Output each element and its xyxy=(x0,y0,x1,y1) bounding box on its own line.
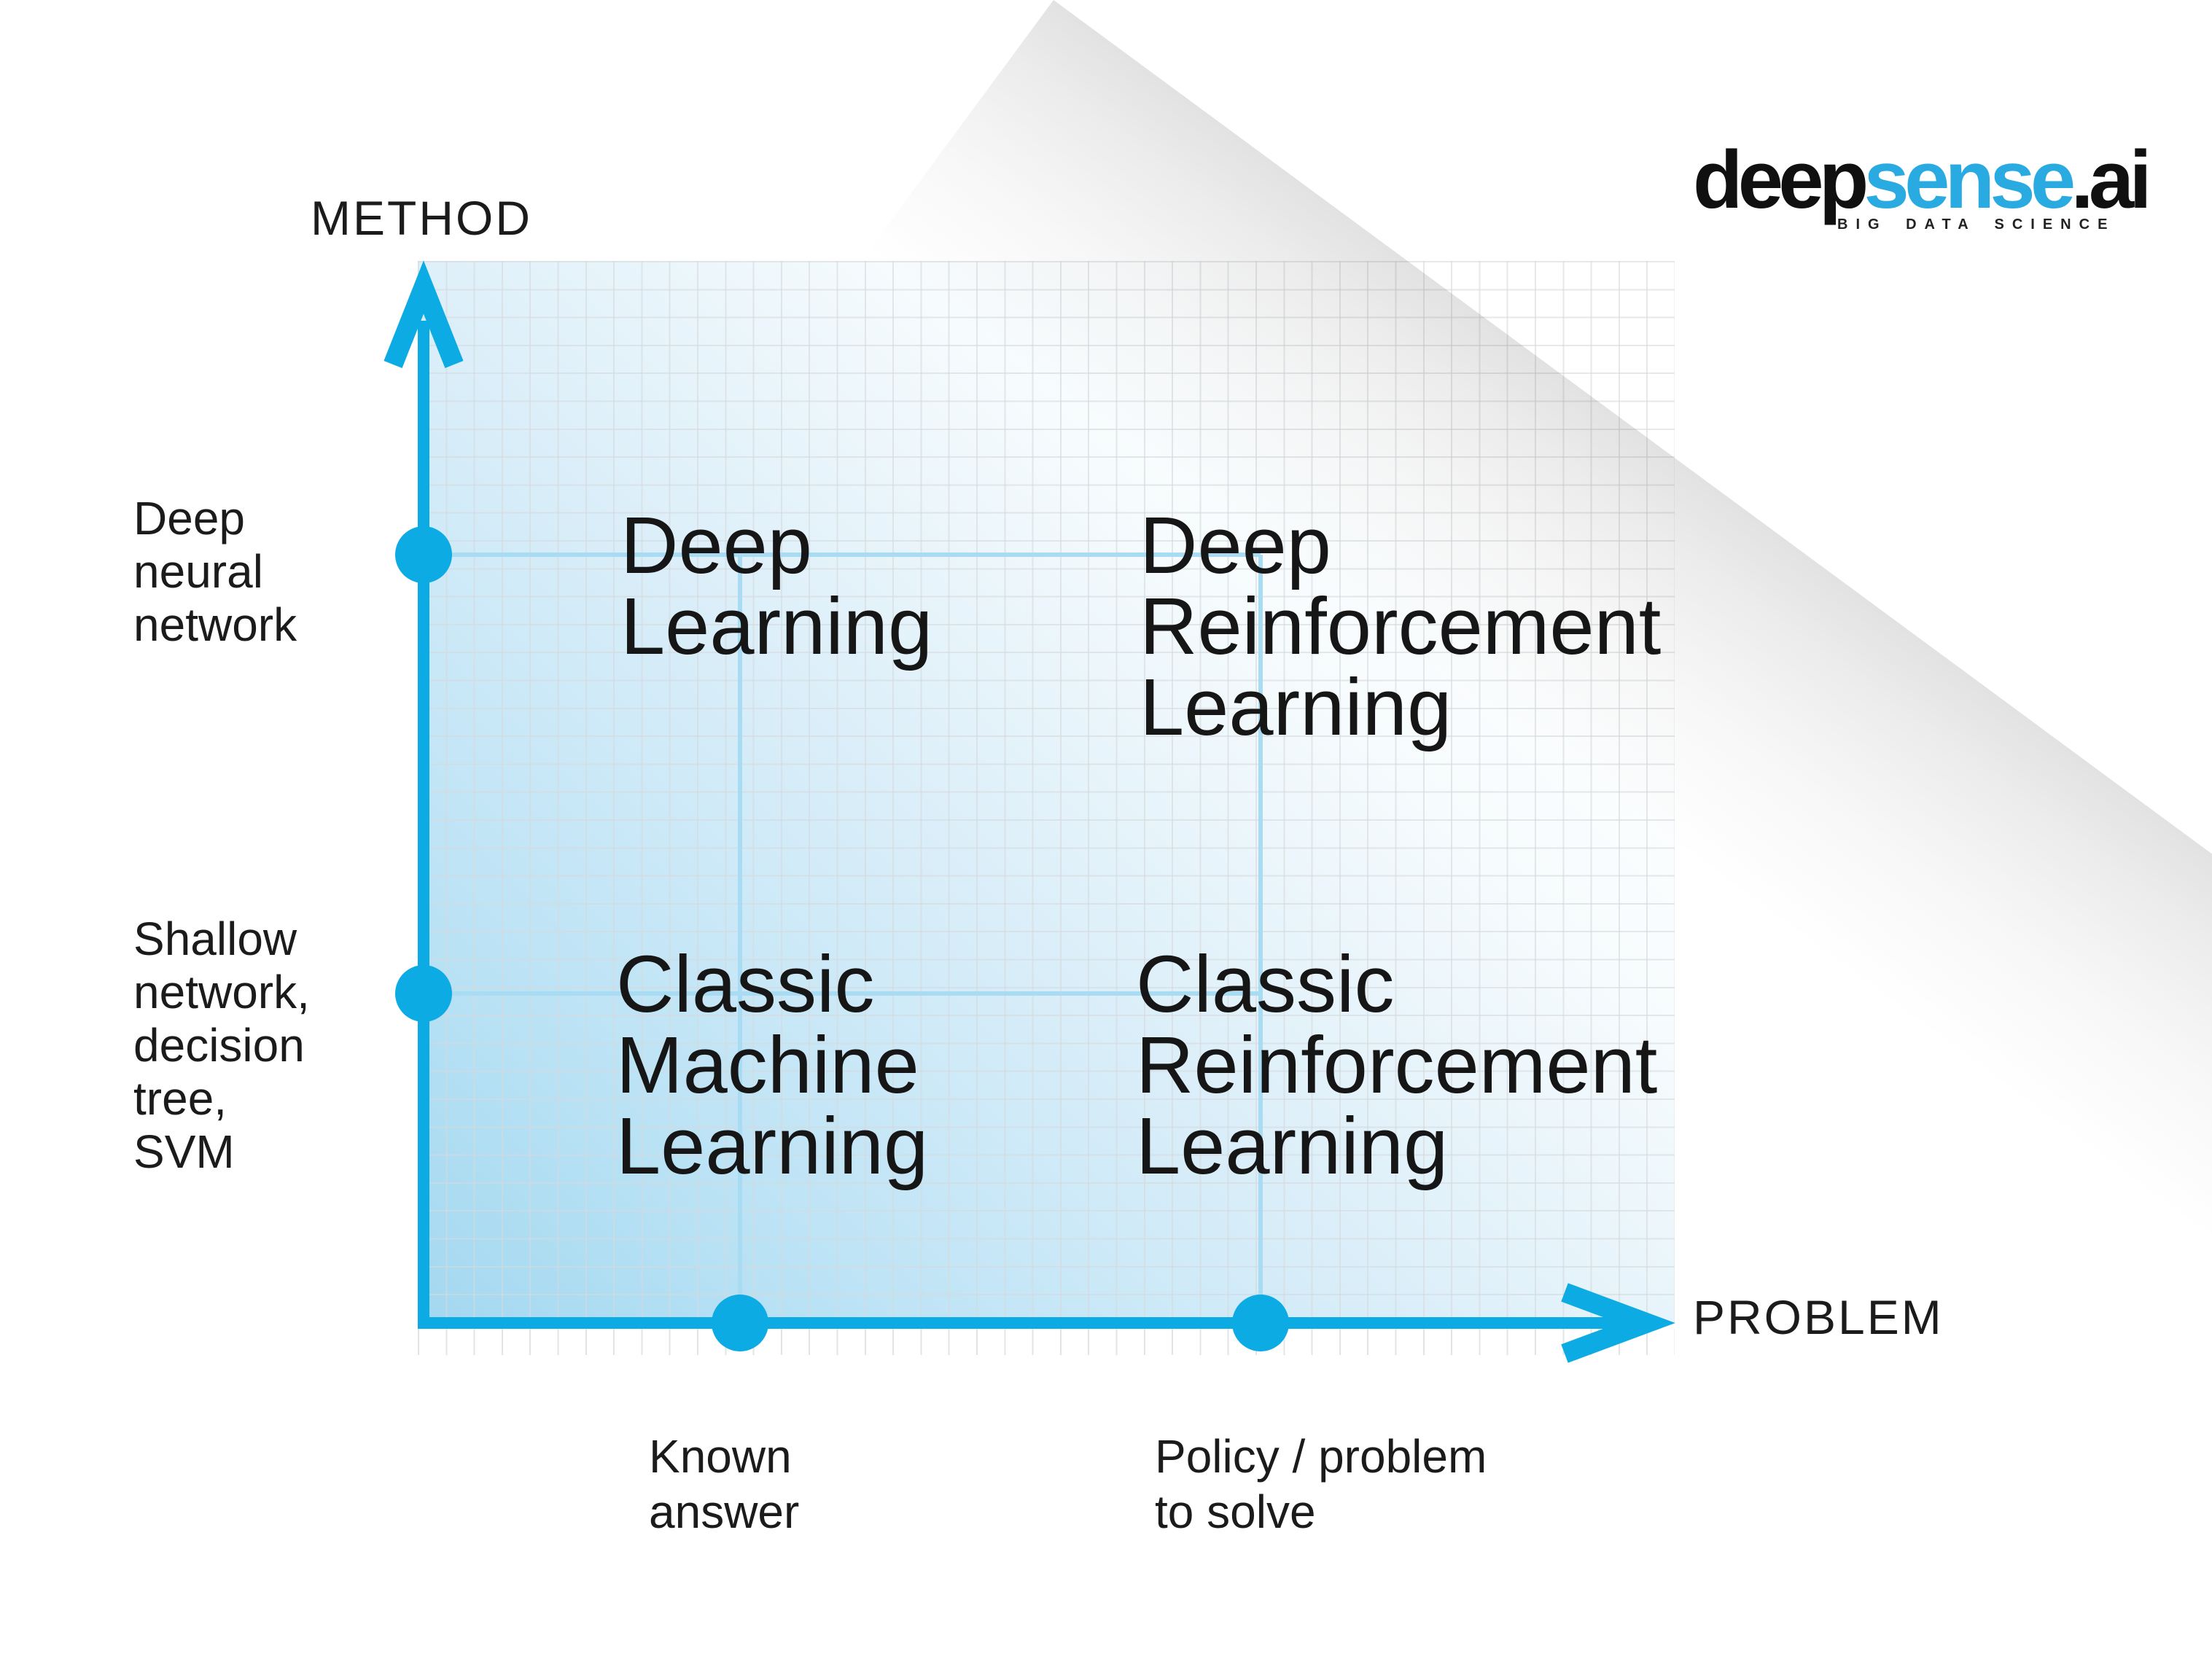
quadrant-line: Reinforcement xyxy=(1136,1020,1658,1110)
y-tick-label-shallow-network: Shallow network, decision tree, SVM xyxy=(133,913,310,1179)
quadrant-line: Deep xyxy=(1140,501,1331,590)
tick-line: Known xyxy=(649,1430,792,1483)
x-axis-arrow-icon xyxy=(1561,1283,1675,1363)
quadrant-line: Learning xyxy=(1136,1101,1449,1191)
y-axis-title: METHOD xyxy=(311,191,532,245)
tick-line: SVM xyxy=(133,1125,235,1178)
deepsense-logo: deepsense.ai xyxy=(1693,139,2152,221)
axis-lines xyxy=(418,321,1620,1329)
quadrant-line: Classic xyxy=(616,940,875,1029)
plot-area-tick-extension xyxy=(418,1329,1675,1355)
quadrant-line: Classic xyxy=(1136,940,1395,1029)
y-tick-label-deep-neural-network: Deep neural network xyxy=(133,492,297,652)
tick-line: Policy / problem xyxy=(1155,1430,1487,1483)
quadrant-line: Learning xyxy=(620,582,933,671)
logo-word-sense: sense xyxy=(1864,134,2076,225)
tick-line: answer xyxy=(649,1486,800,1538)
tick-line: decision xyxy=(133,1019,305,1071)
tick-line: network xyxy=(133,598,297,651)
tick-line: Shallow xyxy=(133,913,297,965)
quadrant-label-deep-learning: Deep Learning xyxy=(620,505,932,667)
tick-line: network, xyxy=(133,966,310,1018)
plot-area xyxy=(418,261,1675,1324)
x-tick-label-known-answer: Known answer xyxy=(649,1429,799,1539)
quadrant-line: Reinforcement xyxy=(1140,582,1662,671)
quadrant-label-classic-reinforcement-learning: Classic Reinforcement Learning xyxy=(1136,944,1657,1187)
tick-dot-known-answer xyxy=(712,1295,768,1351)
logo-word-ai: .ai xyxy=(2071,134,2152,225)
tick-line: to solve xyxy=(1155,1486,1316,1538)
tick-dot-shallow-network xyxy=(395,965,452,1022)
logo-tagline: BIG DATA SCIENCE xyxy=(1837,216,2116,233)
tick-line: Deep xyxy=(133,492,245,544)
x-axis-title: PROBLEM xyxy=(1693,1290,1944,1344)
tick-line: tree, xyxy=(133,1072,227,1125)
quadrant-line: Learning xyxy=(1140,663,1452,752)
quadrant-label-classic-machine-learning: Classic Machine Learning xyxy=(616,944,928,1187)
quadrant-label-deep-reinforcement-learning: Deep Reinforcement Learning xyxy=(1140,505,1661,748)
quadrant-line: Learning xyxy=(616,1101,929,1191)
tick-dot-deep-neural-network xyxy=(395,526,452,583)
logo-word-deep: deep xyxy=(1693,134,1869,225)
quadrant-line: Machine xyxy=(616,1020,919,1110)
quadrant-line: Deep xyxy=(620,501,812,590)
x-tick-label-policy-problem: Policy / problem to solve xyxy=(1155,1429,1487,1539)
tick-line: neural xyxy=(133,545,263,598)
tick-dot-policy-problem xyxy=(1232,1295,1289,1351)
y-axis-arrow-icon xyxy=(383,260,464,368)
